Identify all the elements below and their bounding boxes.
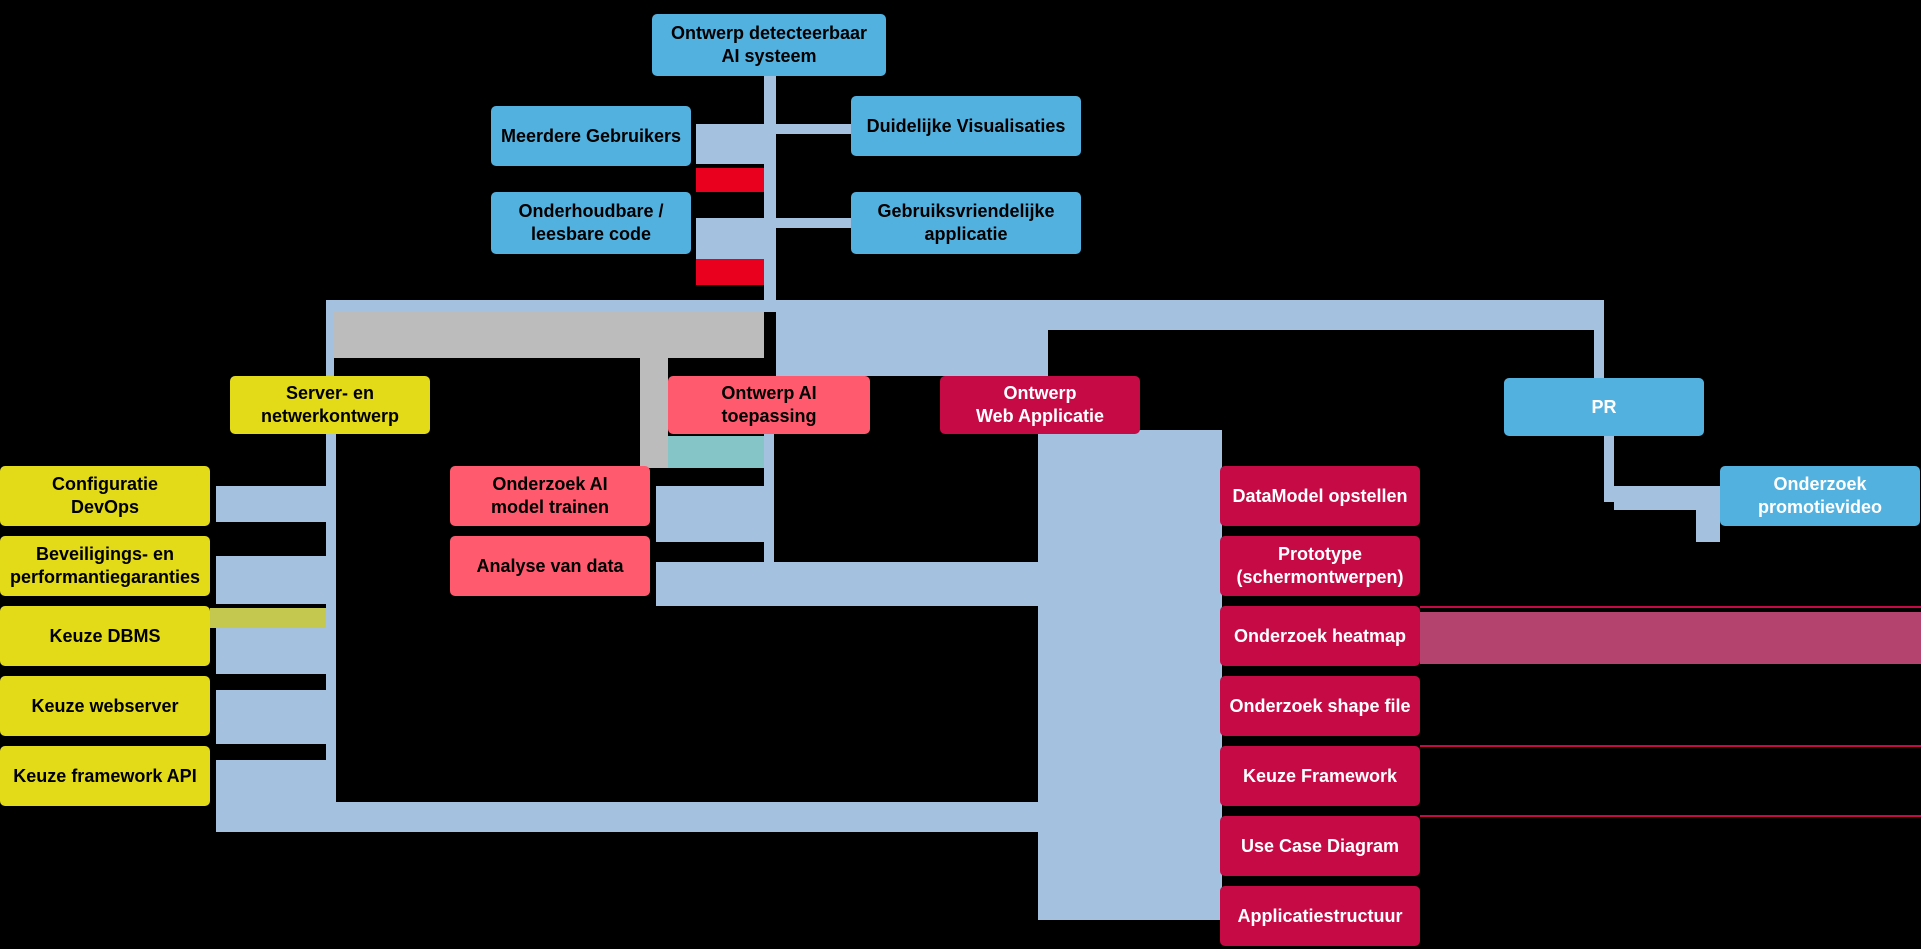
task-label: DevOps [70, 497, 140, 517]
connector [1038, 430, 1222, 920]
olive-patch [210, 608, 326, 628]
connector [656, 562, 1038, 606]
connector [1696, 510, 1720, 542]
connector [1604, 434, 1614, 502]
task-label: Applicatiestructuur [1237, 905, 1403, 926]
connector [1594, 312, 1604, 378]
task-onderzoek-shape-file[interactable]: Onderzoek shape file [1220, 676, 1420, 736]
requirement-meerdere-gebruikers[interactable]: Meerdere Gebruikers [491, 106, 691, 166]
connector [1614, 486, 1720, 510]
branch-label: Ontwerp [1003, 383, 1077, 403]
connector [776, 312, 1038, 376]
task-label: Onderzoek heatmap [1233, 625, 1407, 646]
task-onderzoek-ai-model[interactable]: Onderzoek AI model trainen [450, 466, 650, 526]
task-keuze-framework-api[interactable]: Keuze framework API [0, 746, 210, 806]
connector [216, 760, 326, 802]
task-label: Onderzoek [1773, 474, 1867, 494]
task-label: Keuze webserver [31, 695, 179, 716]
connector [326, 300, 1604, 312]
task-label: performantiegaranties [9, 567, 201, 587]
connector [776, 124, 852, 134]
task-label: Use Case Diagram [1240, 835, 1400, 856]
connector [1038, 312, 1604, 330]
connector [776, 218, 852, 228]
connector [216, 556, 326, 604]
requirement-label: Onderhoudbare / [518, 201, 664, 221]
red-marker [696, 168, 764, 192]
connector [696, 124, 764, 164]
task-onderzoek-heatmap[interactable]: Onderzoek heatmap [1220, 606, 1420, 666]
root-node-label: Ontwerp detecteerbaar [670, 23, 868, 43]
task-label: model trainen [490, 497, 610, 517]
task-label: (schermontwerpen) [1236, 567, 1404, 587]
task-label: Onderzoek shape file [1229, 695, 1411, 716]
connector-red-line [1420, 606, 1921, 608]
root-node-label: AI systeem [721, 46, 817, 66]
connector [764, 76, 776, 306]
task-label: Beveiligings- en [35, 544, 175, 564]
branch-pr[interactable]: PR [1504, 378, 1704, 436]
requirement-label: Gebruiksvriendelijke [877, 201, 1055, 221]
requirement-label: leesbare code [530, 224, 652, 244]
connector [764, 430, 774, 574]
requirement-label: Meerdere Gebruikers [500, 125, 682, 146]
connector [216, 802, 1038, 832]
branch-server[interactable]: Server- en netwerkontwerp [230, 376, 430, 434]
root-node[interactable]: Ontwerp detecteerbaar AI systeem [652, 14, 886, 76]
connector [216, 486, 326, 522]
branch-label: Ontwerp AI [721, 383, 817, 403]
branch-label: Server- en [285, 383, 375, 403]
task-label: Keuze DBMS [49, 625, 161, 646]
task-applicatiestructuur[interactable]: Applicatiestructuur [1220, 886, 1420, 946]
task-label: Configuratie [52, 474, 158, 494]
connector [696, 218, 764, 260]
red-marker [696, 259, 764, 285]
teal-patch [668, 436, 764, 468]
branch-label: Web Applicatie [975, 406, 1105, 426]
mauve-patch [1420, 612, 1921, 664]
task-label: Onderzoek AI [492, 474, 608, 494]
connector-red-line [1420, 815, 1921, 817]
connector-gray [334, 312, 764, 358]
requirement-onderhoudbare-code[interactable]: Onderhoudbare / leesbare code [491, 192, 691, 254]
requirement-gebruiksvriendelijke-applicatie[interactable]: Gebruiksvriendelijke applicatie [851, 192, 1081, 254]
task-use-case-diagram[interactable]: Use Case Diagram [1220, 816, 1420, 876]
requirement-label: applicatie [924, 224, 1008, 244]
connector [216, 690, 326, 744]
task-label: DataModel opstellen [1232, 485, 1408, 506]
connector [326, 312, 334, 378]
task-onderzoek-promotievideo[interactable]: Onderzoek promotievideo [1720, 466, 1920, 526]
task-label: Keuze Framework [1242, 765, 1398, 786]
task-beveiligings-garanties[interactable]: Beveiligings- en performantiegaranties [0, 536, 210, 596]
task-keuze-webserver[interactable]: Keuze webserver [0, 676, 210, 736]
task-label: promotievideo [1757, 497, 1882, 517]
connector-gray [640, 312, 668, 468]
task-analyse-van-data[interactable]: Analyse van data [450, 536, 650, 596]
task-label: Keuze framework API [13, 765, 197, 786]
branch-label: toepassing [721, 406, 817, 426]
task-keuze-framework[interactable]: Keuze Framework [1220, 746, 1420, 806]
branch-ai[interactable]: Ontwerp AI toepassing [668, 376, 870, 434]
task-datamodel-opstellen[interactable]: DataModel opstellen [1220, 466, 1420, 526]
requirement-label: Duidelijke Visualisaties [866, 115, 1066, 136]
connector-red-line [1420, 745, 1921, 747]
task-label: Prototype [1277, 544, 1362, 564]
task-keuze-dbms[interactable]: Keuze DBMS [0, 606, 210, 666]
connector [1038, 312, 1048, 378]
task-prototype[interactable]: Prototype (schermontwerpen) [1220, 536, 1420, 596]
connector [216, 628, 326, 674]
task-label: Analyse van data [476, 555, 624, 576]
connector [656, 486, 764, 542]
branch-label: PR [1591, 396, 1617, 417]
branch-label: netwerkontwerp [260, 406, 400, 426]
connector [326, 430, 336, 802]
requirement-duidelijke-visualisaties[interactable]: Duidelijke Visualisaties [851, 96, 1081, 156]
